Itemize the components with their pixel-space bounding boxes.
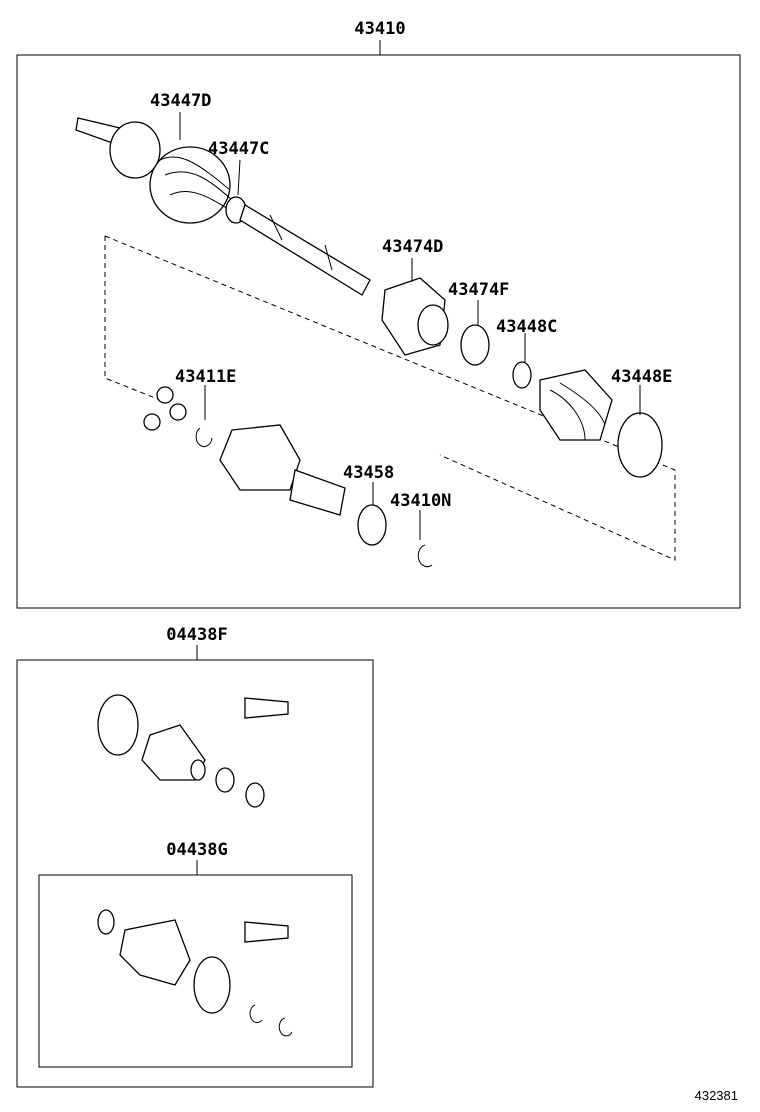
inner-joint xyxy=(219,424,346,516)
label-43448E[interactable]: 43448E xyxy=(611,367,672,387)
kit-outer-frame xyxy=(16,659,374,1088)
part-43411E xyxy=(143,386,213,448)
label-04438G[interactable]: 04438G xyxy=(166,840,227,860)
label-04438F[interactable]: 04438F xyxy=(166,625,227,645)
part-43410N xyxy=(417,544,433,568)
kit-inner-frame xyxy=(38,874,353,1068)
grease-tube-icon xyxy=(244,697,289,719)
part-inner-boot xyxy=(539,369,613,441)
dashed-outline xyxy=(104,235,676,561)
part-43474F xyxy=(460,324,490,366)
label-43410N[interactable]: 43410N xyxy=(390,491,451,511)
label-43447C[interactable]: 43447C xyxy=(208,139,269,159)
assembly-43410-group: 43410 43447D 43447C 43474D 43474F xyxy=(16,19,741,609)
part-43448C xyxy=(512,361,532,389)
assembly-frame xyxy=(16,54,741,609)
label-43474D[interactable]: 43474D xyxy=(382,237,443,257)
part-43448E xyxy=(617,412,663,478)
kit-04438F-group: 04438F 04438G xyxy=(16,625,374,1088)
label-43411E[interactable]: 43411E xyxy=(175,367,236,387)
outer-joint-shaft xyxy=(75,117,371,296)
figure-id: 432381 xyxy=(695,1088,738,1103)
label-43447D[interactable]: 43447D xyxy=(150,91,211,111)
label-43410[interactable]: 43410 xyxy=(354,19,405,39)
label-43474F[interactable]: 43474F xyxy=(448,280,509,300)
label-43448C[interactable]: 43448C xyxy=(496,317,557,337)
part-43458 xyxy=(357,504,387,546)
label-43458[interactable]: 43458 xyxy=(343,463,394,483)
part-43474D xyxy=(381,277,449,356)
